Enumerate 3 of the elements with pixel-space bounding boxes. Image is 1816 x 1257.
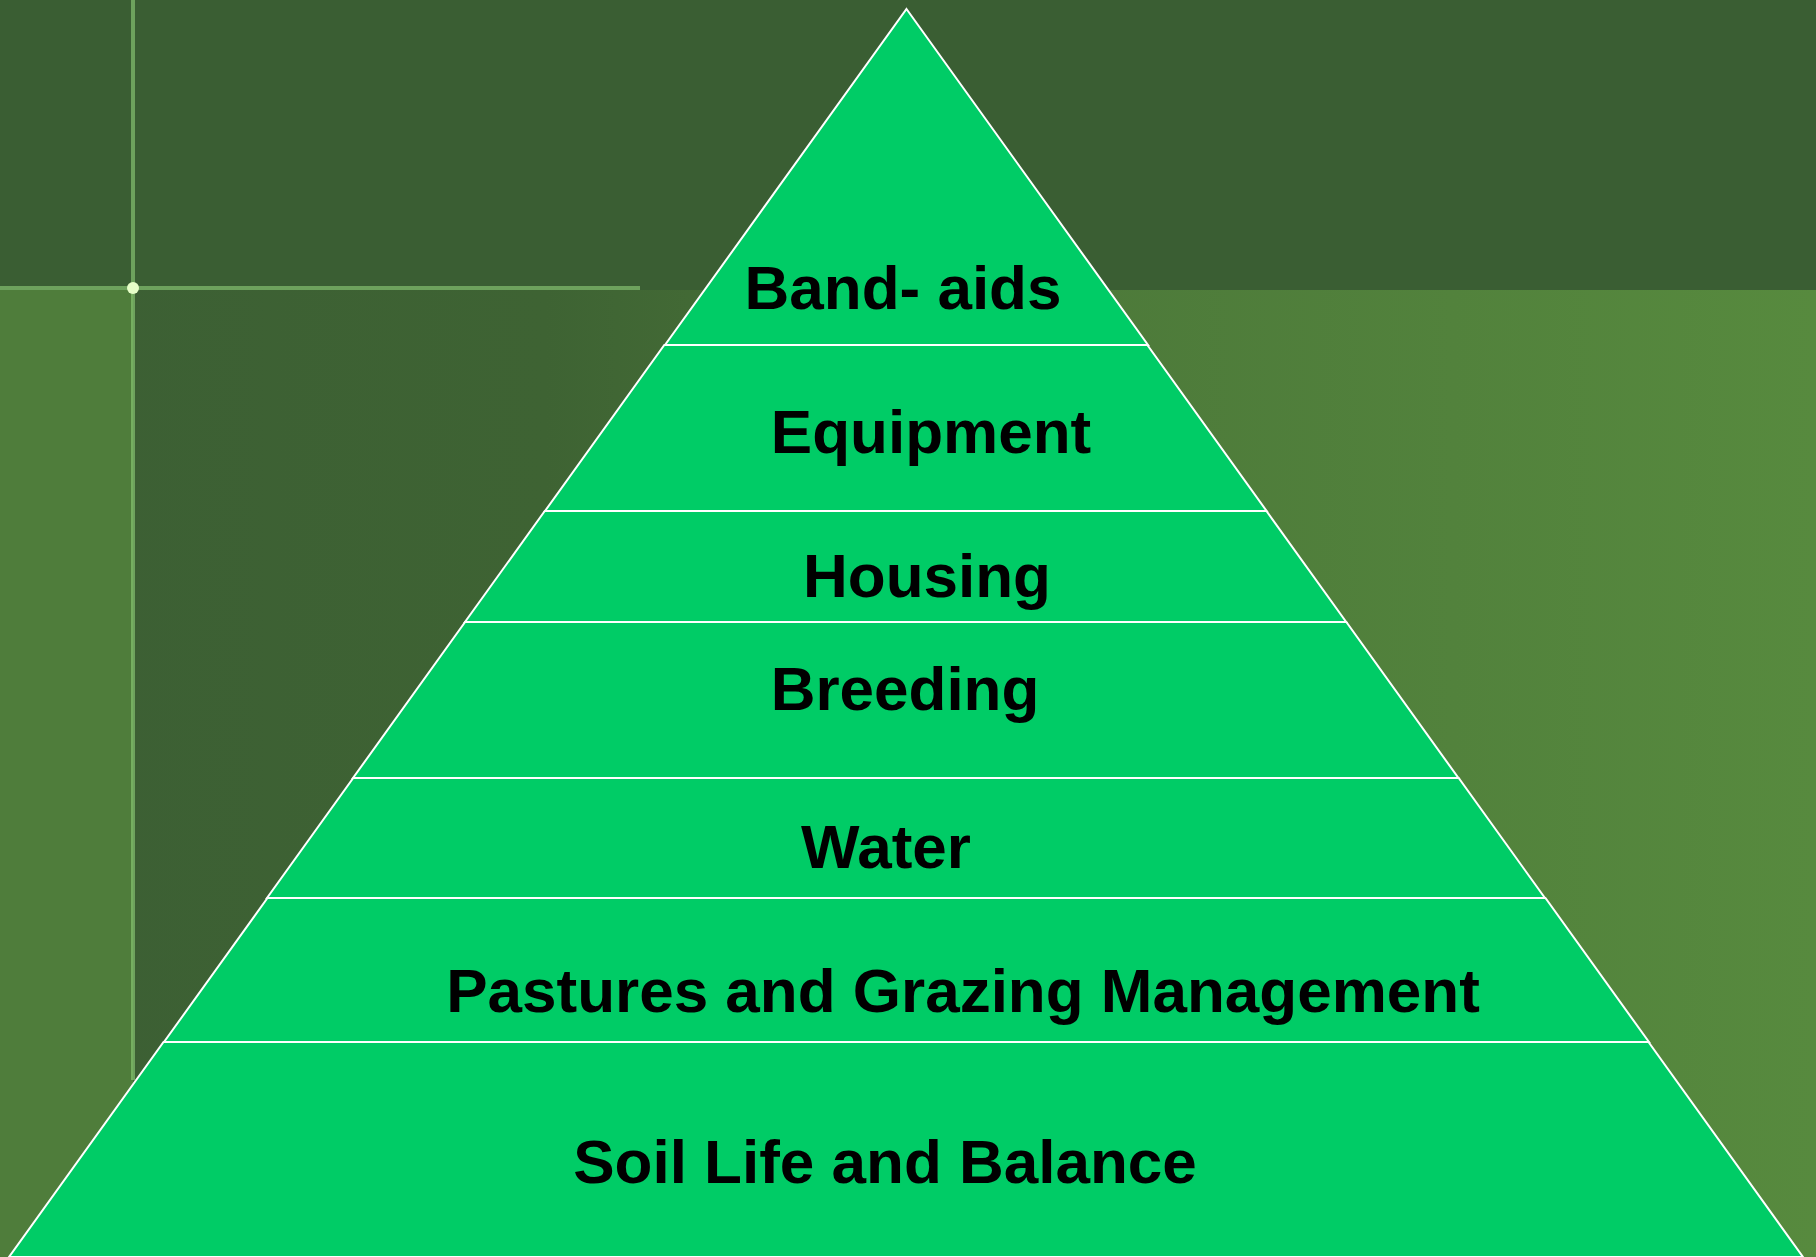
tier-label: Band- aids [744, 257, 1062, 319]
tier-label: Water [801, 816, 971, 878]
tier-label: Soil Life and Balance [573, 1131, 1197, 1193]
